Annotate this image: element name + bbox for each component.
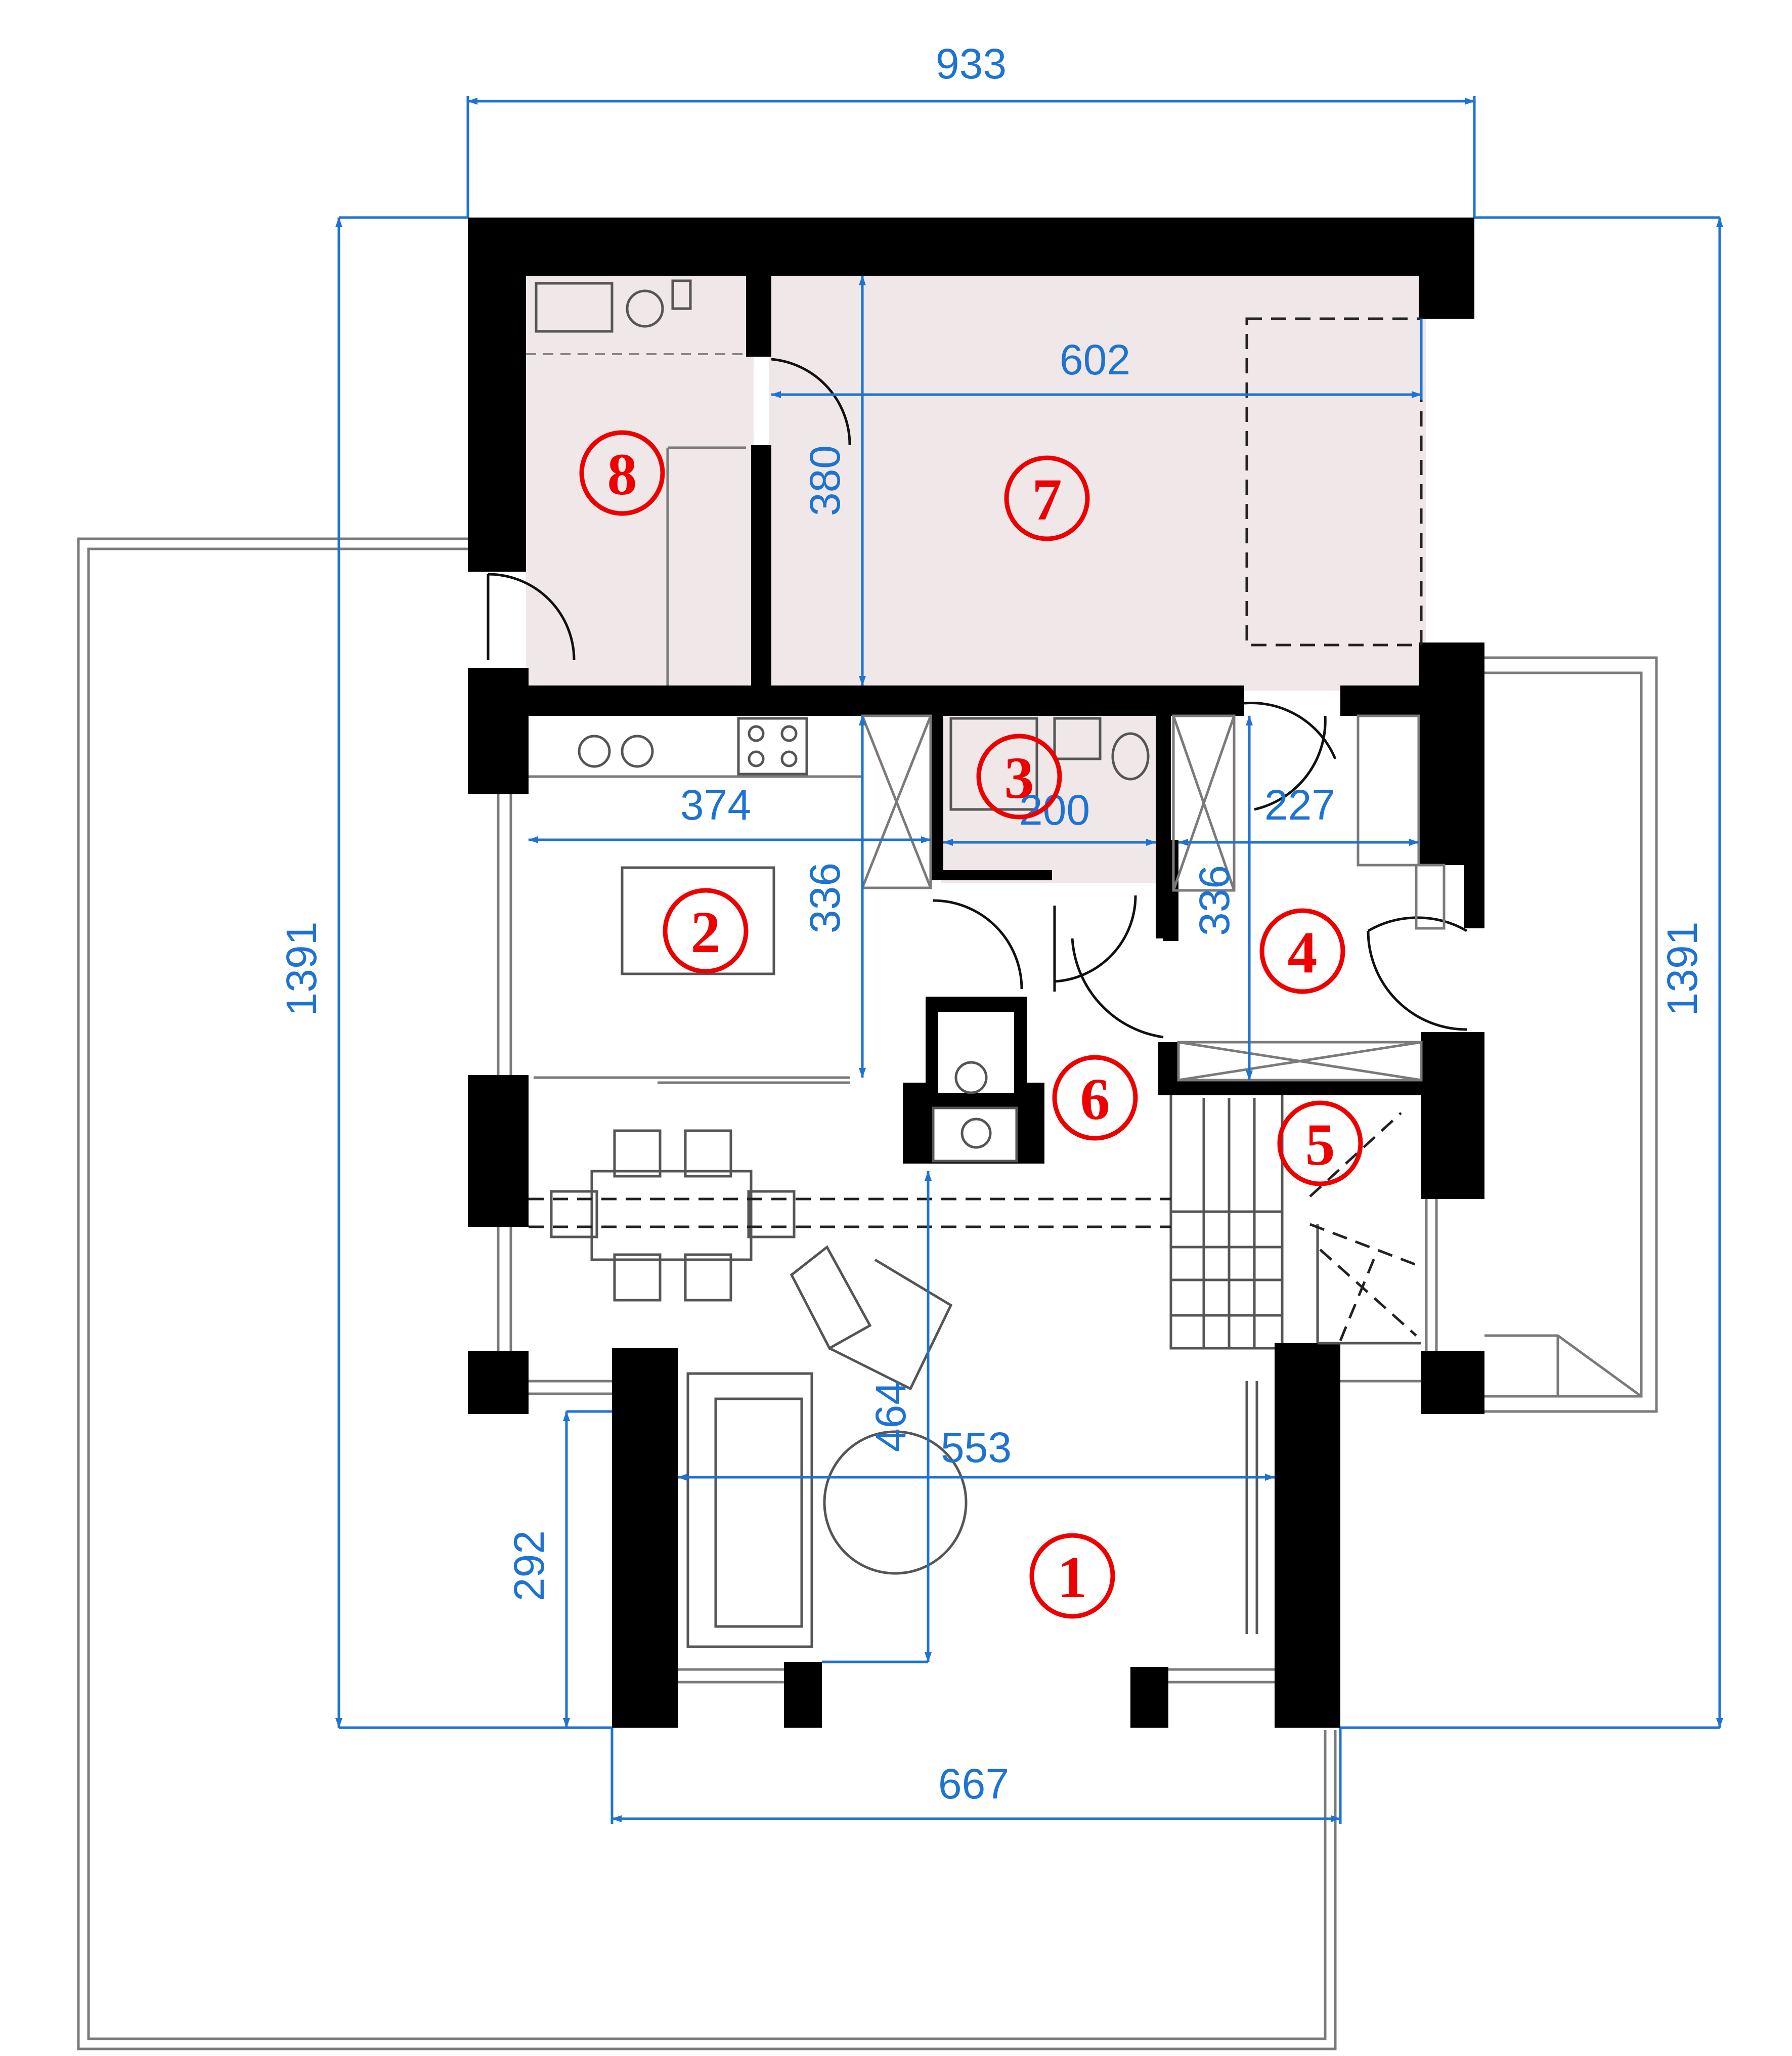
dim-living-width: 553 xyxy=(941,1424,1012,1471)
stairs xyxy=(1169,1095,1421,1350)
kitchen-fittings xyxy=(529,714,932,1084)
room-8-fittings xyxy=(526,279,746,686)
dim-room7-depth: 380 xyxy=(801,445,849,516)
room-label-7: 7 xyxy=(1032,466,1062,533)
dining-furniture xyxy=(529,1129,1171,1302)
room-label-8: 8 xyxy=(607,441,637,507)
room-marker-2: 2 xyxy=(663,888,749,974)
dim-top-width: 933 xyxy=(936,40,1007,88)
room-marker-3: 3 xyxy=(976,734,1062,820)
dim-bottom-width: 667 xyxy=(938,1760,1009,1808)
room-8-floor xyxy=(526,276,754,691)
dim-living-depth: 464 xyxy=(867,1381,914,1452)
room-markers: 1 2 3 4 5 6 7 8 xyxy=(579,430,1363,1619)
living-furniture xyxy=(686,1245,1258,1648)
fireplace xyxy=(903,997,1044,1164)
room-7-floor xyxy=(769,276,1426,691)
room-marker-6: 6 xyxy=(1052,1055,1138,1141)
room-marker-4: 4 xyxy=(1259,908,1345,994)
bathroom-fittings xyxy=(949,714,1236,892)
dim-hall-width: 227 xyxy=(1264,781,1335,829)
dim-hall-depth: 336 xyxy=(1191,865,1238,936)
walls xyxy=(468,218,1484,1728)
room-label-3: 3 xyxy=(1004,745,1034,811)
room-label-4: 4 xyxy=(1288,919,1318,986)
dim-left-height: 1391 xyxy=(278,922,325,1016)
room-marker-1: 1 xyxy=(1029,1533,1115,1619)
room-label-5: 5 xyxy=(1305,1111,1335,1178)
room-label-2: 2 xyxy=(691,899,721,965)
room-marker-7: 7 xyxy=(1004,455,1090,541)
side-terrace-outline xyxy=(1484,656,1658,1413)
room-label-6: 6 xyxy=(1080,1066,1110,1132)
hall-storage xyxy=(1177,714,1446,1082)
dim-right-height: 1391 xyxy=(1658,922,1706,1016)
terrace-outline xyxy=(77,537,1337,2050)
dim-kitchen-depth: 336 xyxy=(801,863,849,933)
room-label-1: 1 xyxy=(1058,1544,1087,1610)
room-marker-5: 5 xyxy=(1277,1100,1363,1186)
left-windows xyxy=(497,794,1438,1684)
garage-outline xyxy=(1245,317,1423,647)
dimension-lines xyxy=(335,96,1723,1824)
dim-kitchen-width: 374 xyxy=(680,781,751,829)
doors xyxy=(487,358,1468,1039)
dim-front-depth: 292 xyxy=(505,1530,553,1601)
room-marker-8: 8 xyxy=(579,430,665,516)
dim-room7-width: 602 xyxy=(1060,336,1130,383)
